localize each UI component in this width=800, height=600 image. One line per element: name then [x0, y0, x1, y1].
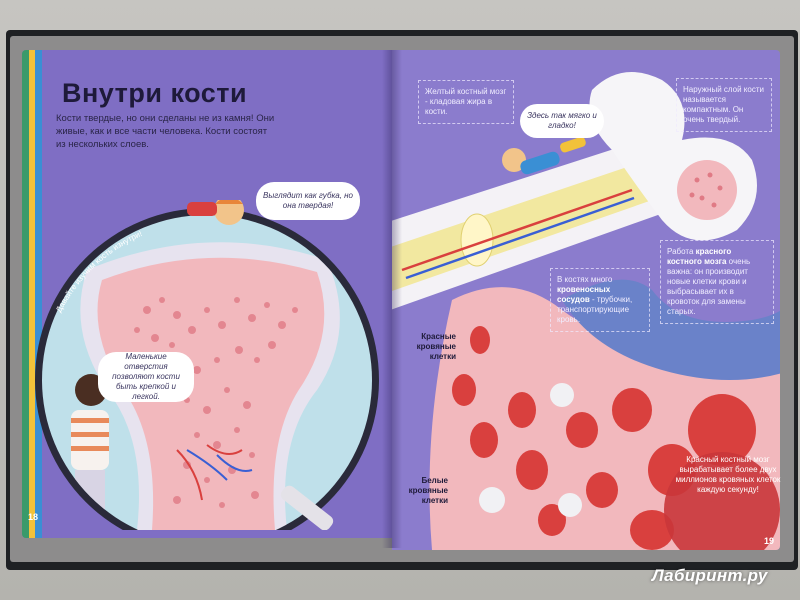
- child-sliding-illustration: [502, 136, 586, 175]
- label-white-cells: Белые кровяные клетки: [408, 476, 448, 505]
- bubble-sponge: Выглядит как губка, но она твердая!: [256, 182, 360, 220]
- stripe-green: [22, 50, 29, 538]
- blood-vessels-shaft: [401, 188, 635, 280]
- book-gutter: [382, 50, 402, 548]
- note-yellow-marrow: Желтый костный мозг - кладовая жира в ко…: [418, 80, 514, 124]
- stripe-yellow: [29, 50, 35, 538]
- right-page: [392, 50, 780, 550]
- note-blood-vessels: В костях много кровеносных сосудов - тру…: [550, 268, 650, 332]
- page-title: Внутри кости: [62, 78, 248, 108]
- bone-illustration: [392, 72, 780, 550]
- bone-head-section: [677, 160, 737, 220]
- white-blood-cells: [479, 383, 582, 517]
- bone-pores: [134, 297, 298, 508]
- boy-peeking-illustration: [187, 200, 244, 225]
- note-red-marrow-prefix: Работа: [667, 247, 696, 256]
- bubble-soft: Здесь так мягко и гладко!: [520, 104, 604, 138]
- red-marrow-fact: Красный костный мозг вырабатывает более …: [675, 455, 781, 494]
- note-red-marrow-suffix: очень важна: он производит новые клетки …: [667, 257, 751, 316]
- marrow-section: [460, 213, 494, 267]
- bone-head-pores: [689, 172, 723, 208]
- stripe-blue: [35, 50, 42, 538]
- blood-vessels-lens: [176, 444, 253, 501]
- note-vessels-prefix: В костях много: [557, 275, 613, 284]
- vessel-zoom: [562, 279, 780, 380]
- red-blood-cells: [452, 326, 756, 550]
- note-red-marrow: Работа красного костного мозга очень важ…: [660, 240, 774, 324]
- magnifier-illustration: Давайте изучим кость изнутри!: [35, 200, 379, 530]
- label-red-cells: Красные кровяные клетки: [416, 332, 456, 361]
- page-number-right: 19: [764, 536, 775, 546]
- note-vessels-suffix: - трубочки, транспортирующие кровь.: [557, 295, 633, 324]
- watermark: Лабиринт.ру: [652, 566, 768, 585]
- color-stripes: [22, 50, 42, 538]
- page-number-left: 18: [28, 512, 39, 522]
- note-outer-layer: Наружный слой кости называется компактны…: [676, 78, 772, 132]
- note-vessels-bold: кровеносных сосудов: [557, 285, 611, 304]
- note-red-marrow-bold: красного костного мозга: [667, 247, 732, 266]
- red-marrow-fact-circle: [664, 452, 780, 550]
- bubble-holes: Маленькие отверстия позволяют кости быть…: [98, 352, 194, 402]
- spongy-bone: [97, 257, 325, 530]
- magnifier-handle: [280, 485, 334, 530]
- intro-text: Кости твердые, но они сделаны не из камн…: [56, 113, 275, 150]
